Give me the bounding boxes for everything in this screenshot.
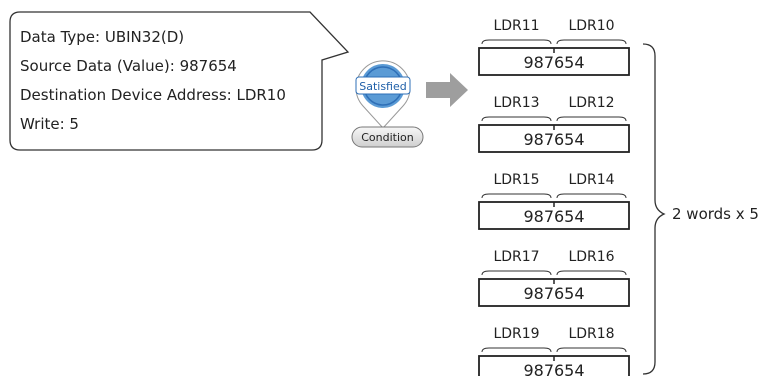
lower-word-brace bbox=[556, 270, 627, 276]
source-data-line: Source Data (Value): 987654 bbox=[20, 57, 237, 75]
upper-word-label: LDR19 bbox=[493, 326, 539, 342]
register-group: LDR17 LDR16 987654 bbox=[478, 249, 630, 307]
right-brace bbox=[642, 43, 666, 375]
upper-word-brace bbox=[481, 347, 552, 353]
lower-word-label: LDR16 bbox=[568, 249, 614, 265]
register-value: 987654 bbox=[523, 53, 584, 72]
register-group: LDR19 LDR18 987654 bbox=[478, 326, 630, 376]
arrow-right-icon bbox=[426, 73, 468, 107]
register-value: 987654 bbox=[523, 284, 584, 303]
register-value: 987654 bbox=[523, 361, 584, 376]
register-group: LDR13 LDR12 987654 bbox=[478, 95, 630, 153]
info-callout-bubble bbox=[9, 11, 350, 151]
lower-word-label: LDR18 bbox=[568, 326, 614, 342]
lower-word-brace bbox=[556, 193, 627, 199]
upper-word-brace bbox=[481, 270, 552, 276]
lower-word-label: LDR10 bbox=[568, 18, 614, 34]
satisfied-label: Satisfied bbox=[359, 80, 407, 93]
lower-word-brace bbox=[556, 39, 627, 45]
condition-button-label: Condition bbox=[361, 131, 414, 144]
info-callout-text: Data Type: UBIN32(D) Source Data (Value)… bbox=[20, 28, 286, 133]
upper-word-brace bbox=[481, 39, 552, 45]
words-summary-label: 2 words x 5 bbox=[672, 205, 759, 223]
upper-word-label: LDR17 bbox=[493, 249, 539, 265]
data-type-line: Data Type: UBIN32(D) bbox=[20, 28, 184, 46]
lower-word-label: LDR14 bbox=[568, 172, 614, 188]
lower-word-label: LDR12 bbox=[568, 95, 614, 111]
upper-word-label: LDR15 bbox=[493, 172, 539, 188]
satisfied-label-band bbox=[355, 76, 411, 95]
register-value: 987654 bbox=[523, 130, 584, 149]
upper-word-brace bbox=[481, 116, 552, 122]
upper-word-label: LDR11 bbox=[493, 18, 539, 34]
condition-indicator: Satisfied bbox=[355, 60, 411, 129]
condition-button[interactable]: Condition bbox=[351, 126, 424, 148]
destination-address-line: Destination Device Address: LDR10 bbox=[20, 86, 286, 104]
lower-word-brace bbox=[556, 347, 627, 353]
register-group: LDR15 LDR14 987654 bbox=[478, 172, 630, 230]
lower-word-brace bbox=[556, 116, 627, 122]
register-value: 987654 bbox=[523, 207, 584, 226]
upper-word-label: LDR13 bbox=[493, 95, 539, 111]
upper-word-brace bbox=[481, 193, 552, 199]
register-group: LDR11 LDR10 987654 bbox=[478, 18, 630, 76]
write-count-line: Write: 5 bbox=[20, 115, 79, 133]
